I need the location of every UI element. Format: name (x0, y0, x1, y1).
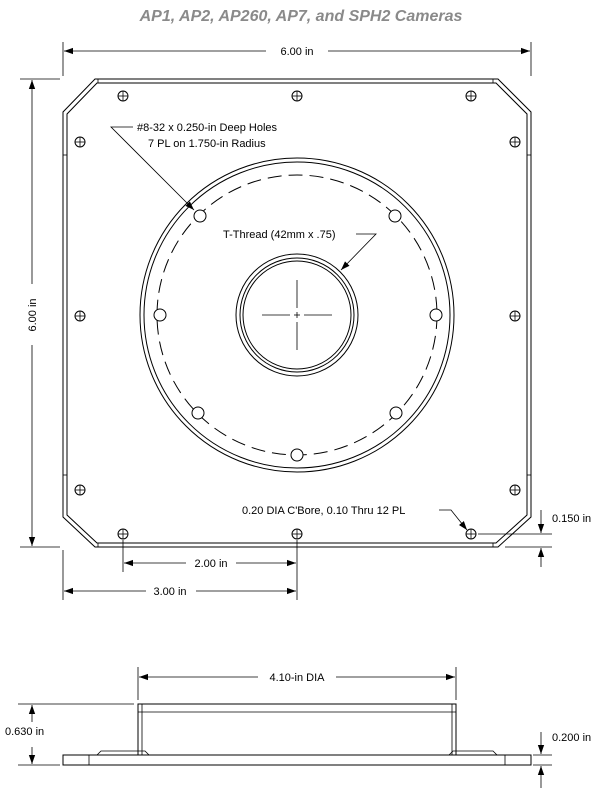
t-thread-callout: T-Thread (42mm x .75) (223, 229, 335, 241)
body-outer-circle (139, 157, 455, 473)
dim-hole-spacing: 2.00 in (122, 540, 298, 600)
t-thread-leader (340, 233, 377, 271)
deep-hole (290, 448, 304, 462)
cbore-callout: 0.20 DIA C'Bore, 0.10 Thru 12 PL (242, 505, 405, 517)
cbore-hole (465, 90, 477, 102)
center-crosshair (262, 280, 332, 350)
dim-top-width: 6.00 in (62, 42, 532, 76)
dim-left-height: 6.00 in (20, 78, 60, 548)
dim-corner-offset: 0.150 in (478, 510, 591, 567)
dim-center-offset-label: 3.00 in (153, 586, 186, 598)
cbore-hole (465, 528, 477, 540)
deep-holes-callout-line1: #8-32 x 0.250-in Deep Holes (137, 122, 278, 134)
plate-outline (62, 78, 532, 548)
dim-corner-offset-label: 0.150 in (552, 513, 591, 525)
cbore-hole (74, 484, 86, 496)
dim-center-offset: 3.00 in (62, 550, 296, 600)
cbore-hole (509, 136, 521, 148)
dim-hole-spacing-label: 2.00 in (194, 558, 227, 570)
counterbore-holes (74, 90, 521, 540)
dim-flange-height-label: 0.200 in (552, 732, 591, 744)
dim-body-diameter: 4.10-in DIA (137, 667, 457, 700)
dim-left-height-label: 6.00 in (27, 298, 39, 331)
cbore-hole (74, 136, 86, 148)
deep-hole (429, 308, 443, 322)
dim-body-diameter-label: 4.10-in DIA (269, 672, 325, 684)
dim-top-width-label: 6.00 in (280, 46, 313, 58)
cbore-hole (291, 90, 303, 102)
deep-hole (389, 406, 403, 420)
cbore-hole (509, 310, 521, 322)
t-thread-bore (235, 253, 359, 377)
cbore-hole (117, 528, 129, 540)
plate-inner-outline (66, 82, 528, 544)
dim-total-height: 0.630 in (5, 703, 134, 766)
deep-hole (153, 308, 167, 322)
flange-plate (62, 754, 532, 766)
dim-total-height-label: 0.630 in (5, 726, 44, 738)
deep-holes-callout-line2: 7 PL on 1.750-in Radius (148, 138, 266, 150)
camera-body (137, 703, 457, 756)
deep-holes-leader (110, 126, 195, 211)
deep-holes (153, 209, 443, 462)
cbore-hole (291, 528, 303, 540)
top-view: #8-32 x 0.250-in Deep Holes 7 PL on 1.75… (20, 42, 591, 600)
cbore-hole (509, 484, 521, 496)
drawing-title: AP1, AP2, AP260, AP7, and SPH2 Cameras (139, 8, 463, 25)
cbore-hole (117, 90, 129, 102)
dim-flange-height: 0.200 in (533, 732, 591, 788)
deep-hole (388, 209, 402, 223)
plate-edge-notches (63, 79, 531, 547)
body-rim-circle (143, 161, 451, 469)
deep-hole (193, 209, 207, 223)
cbore-hole (74, 310, 86, 322)
deep-hole (191, 406, 205, 420)
flange-cbores (96, 750, 498, 756)
cbore-leader (439, 509, 468, 531)
side-view: 4.10-in DIA 0.630 in 0.200 in (5, 667, 591, 788)
